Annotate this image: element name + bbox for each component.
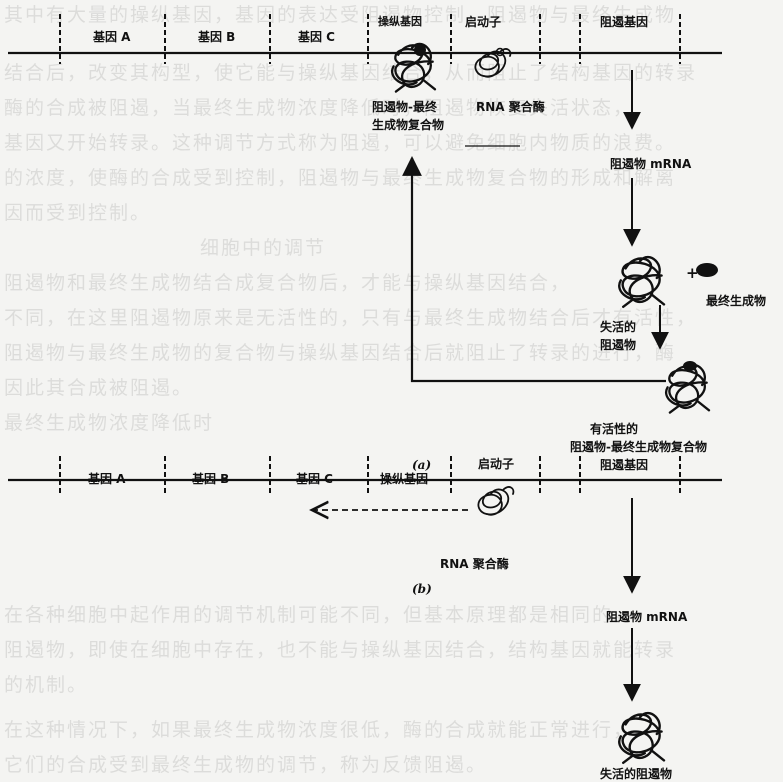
caption-b: (b) <box>412 582 432 596</box>
label-complex-line2: 生成物复合物 <box>372 118 445 132</box>
inactive-repressor-blob-a <box>618 255 666 308</box>
bg-line: 阻遏物和最终生成物结合成复合物后，才能与操纵基因结合， <box>4 272 572 294</box>
label-inactive-line1: 失活的 <box>600 320 637 334</box>
feedback-arrow <box>402 156 666 383</box>
bg-line: 的机制。 <box>4 674 89 696</box>
panel-b-dna <box>8 456 722 496</box>
label-repressor-gene: 阻遏基因 <box>600 15 649 29</box>
label-inactive-line2: 阻遏物 <box>600 338 637 352</box>
bg-line: 阻遏物与最终生成物的复合物与操纵基因结合后就阻止了转录的进行，酶 <box>4 342 677 364</box>
end-product-blob <box>696 263 718 277</box>
bg-line: 在各种细胞中起作用的调节机制可能不同，但基本原理都是相同的。 <box>4 604 635 626</box>
bg-line: 它们的合成受到最终生成物的调节，称为反馈阻遏。 <box>4 754 488 776</box>
label-gene-c-b: 基因 C <box>296 472 333 486</box>
label-operator-b: 操纵基因 <box>380 472 429 486</box>
bg-line: 在这种情况下，如果最终生成物浓度很低，酶的合成就能正常进行， <box>4 719 635 741</box>
label-complex-line1: 阻遏物-最终 <box>372 100 437 114</box>
bg-line: 不同，在这里阻遏物原来是无活性的，只有与最终生成物结合后才有活性， <box>4 307 698 329</box>
label-gene-a-b: 基因 A <box>88 472 126 486</box>
bg-line: 阻遏物，即使在细胞中存在，也不能与操纵基因结合，结构基因就能转录 <box>4 639 677 661</box>
label-gene-b: 基因 B <box>198 30 236 44</box>
label-inactive-b: 失活的阻遏物 <box>600 767 673 781</box>
label-rna-polymerase: RNA 聚合酶 <box>476 100 545 114</box>
bound-product-dot <box>683 361 697 371</box>
label-rna-polymerase-b: RNA 聚合酶 <box>440 557 509 571</box>
label-promoter: 启动子 <box>465 15 502 29</box>
bg-line: 基因又开始转录。这种调节方式称为阻遏，可以避免细胞内物质的浪费。 <box>4 132 677 154</box>
label-plus: + <box>686 264 699 282</box>
label-gene-b-b: 基因 B <box>192 472 230 486</box>
bg-line: 因而受到控制。 <box>4 202 152 224</box>
active-complex-blob <box>664 363 711 414</box>
label-operator: 操纵基因 <box>378 15 422 28</box>
label-mrna-b: 阻遏物 mRNA <box>606 610 688 624</box>
label-gene-c: 基因 C <box>298 30 335 44</box>
bg-line: 的浓度，使酶的合成受到控制，阻遏物与最终生成物复合物的形成和解离 <box>4 167 677 189</box>
inactive-repressor-blob-b <box>618 711 666 764</box>
bg-line: 其中有大量的操纵基因，基因的表达受阻遏物控制，阻遏物与最终生成物 <box>4 4 677 26</box>
label-promoter-b: 启动子 <box>478 457 515 471</box>
bg-line: 结合后，改变其构型，使它能与操纵基因结合，从而阻止了结构基因的转录 <box>4 62 698 84</box>
label-gene-a: 基因 A <box>93 30 131 44</box>
panel-a-dna <box>8 14 722 64</box>
label-active-line2: 阻遏物-最终生成物复合物 <box>570 440 707 454</box>
polymerase-loop <box>495 47 505 57</box>
label-end-product: 最终生成物 <box>706 294 767 308</box>
end-product-dot <box>414 44 426 56</box>
label-active-line1: 有活性的 <box>590 422 639 436</box>
bg-line: 最终生成物浓度降低时 <box>4 412 215 434</box>
repressor-complex-blob <box>390 42 437 93</box>
caption-a: (a) <box>412 458 432 472</box>
bg-line: 酶的合成被阻遏，当最终生成物浓度降低时，阻遏物恢复失活状态， <box>4 97 635 119</box>
bg-line: 细胞中的调节 <box>200 237 327 259</box>
label-repressor-gene-b: 阻遏基因 <box>600 458 649 472</box>
rna-polymerase-blob-b <box>477 486 515 516</box>
bg-line: 因此其合成被阻遏。 <box>4 377 194 399</box>
label-mrna-a: 阻遏物 mRNA <box>610 157 692 171</box>
